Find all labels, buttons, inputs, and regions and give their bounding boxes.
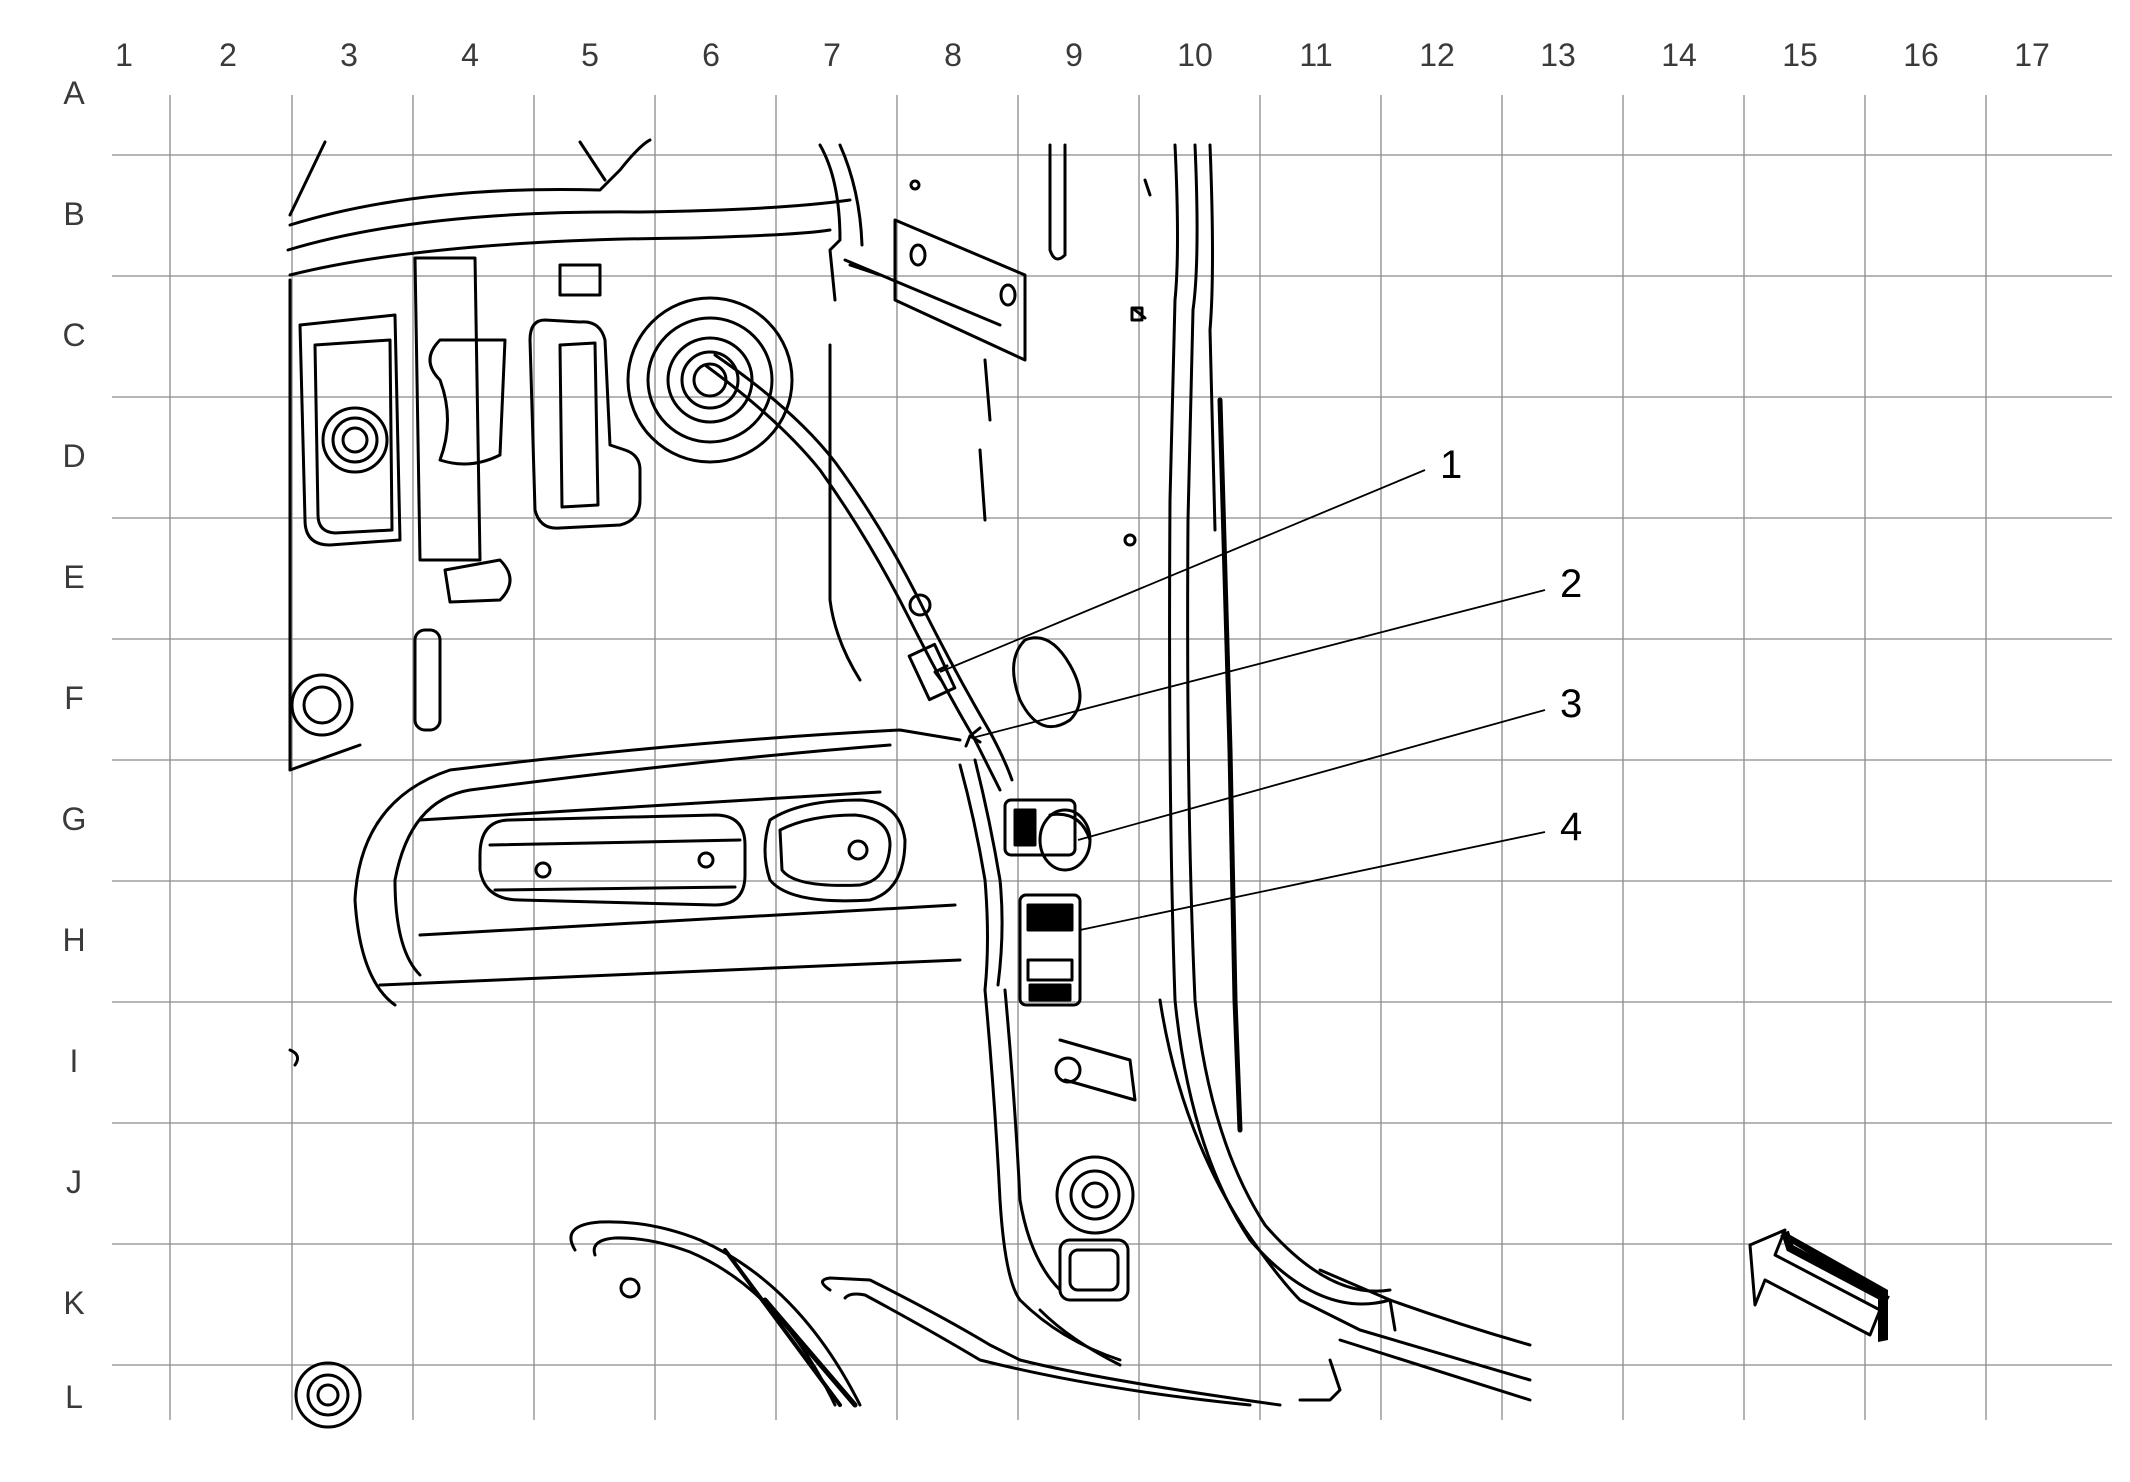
column-label: 12 [1419,37,1455,73]
callout-4: 4 [1560,805,1582,849]
column-label: 13 [1540,37,1576,73]
callout-3: 3 [1560,682,1582,726]
pillar-outer-edge [1168,143,1392,1306]
grommet-bottom-left [294,1361,362,1429]
left-inner-panel [298,313,402,547]
lower-cross-panel [353,728,962,1007]
row-label: H [62,922,85,958]
column-label: 3 [340,37,358,73]
reference-grid [112,95,2112,1420]
column-label: 16 [1903,37,1939,73]
lower-cutout-right [763,798,907,903]
column-label: 5 [581,37,599,73]
row-label: E [63,559,84,595]
row-label: C [62,317,85,353]
row-label: I [70,1043,79,1079]
leader-line-4 [1079,831,1546,931]
connector-4-shape [1018,893,1082,1007]
column-label: 17 [2014,37,2050,73]
pillar-left-edge [818,143,842,302]
column-label: 14 [1661,37,1697,73]
column-labels: 1 2 3 4 5 6 7 8 9 10 11 12 13 14 15 16 1… [115,37,2050,73]
column-label: 15 [1782,37,1818,73]
upper-frame-edge [288,228,832,277]
column-label: 4 [461,37,479,73]
pillar-inner-edge [983,988,1122,1362]
connector-3-shape [1003,798,1092,872]
column-label: 2 [219,37,237,73]
row-label: G [62,801,87,837]
row-label: L [65,1379,83,1415]
row-label: J [66,1164,82,1200]
callout-2: 2 [1560,562,1582,606]
upper-frame-inner [286,198,852,252]
rocker-panel [1318,1268,1532,1347]
row-label: F [64,680,84,716]
callout-1: 1 [1440,443,1462,487]
grommet-upper-left [321,406,389,474]
floor-panel-left [569,1220,862,1407]
column-label: 10 [1177,37,1213,73]
column-label: 6 [702,37,720,73]
leader-line-2 [971,589,1546,739]
leader-line-3 [1077,709,1546,841]
column-label: 9 [1065,37,1083,73]
row-label: K [63,1285,84,1321]
column-label: 7 [823,37,841,73]
callout-leaders [939,469,1546,931]
callout-labels: 1 2 3 4 [1440,443,1582,849]
harness-clip-1-shape [907,642,957,702]
grommet-lower-pillar [1055,1155,1135,1235]
grommet-lower-left [290,673,354,737]
column-label: 11 [1299,37,1332,73]
row-label: D [62,438,85,474]
row-labels: A B C D E F G H I J K L [62,75,87,1415]
row-label: A [63,75,85,111]
pillar-plate [893,218,1027,362]
door-pillar-drawing [286,138,1532,1429]
row-label: B [63,196,84,232]
column-label: 8 [944,37,962,73]
harness-grommet-outer [626,296,794,464]
floor-panel-right [821,1276,1282,1407]
direction-arrow-icon [1748,1228,1890,1342]
leader-line-1 [939,469,1426,673]
column-label: 1 [115,37,133,73]
upper-frame-panel [288,138,652,227]
